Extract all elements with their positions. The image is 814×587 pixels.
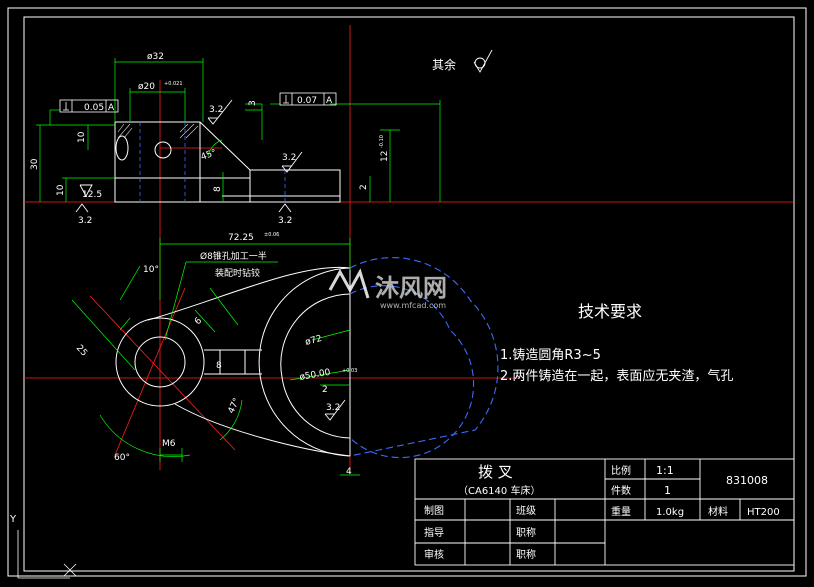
drawing-number: 831008: [726, 474, 768, 487]
dim-8-front: 8: [216, 361, 222, 371]
dim-12: 12: [380, 151, 390, 162]
watermark: 沐风网 www.mfcad.com: [328, 268, 447, 310]
ucs-y-label: Y: [9, 514, 17, 525]
dim-r6: 6: [193, 316, 204, 327]
tech-req-line-1: 1.铸造圆角R3~5: [500, 347, 601, 363]
dim-10deg: 10°: [143, 265, 159, 275]
dim-10-bottom: 10: [56, 184, 66, 196]
hole-note-1: Ø8锥孔加工一半: [200, 250, 267, 262]
ra-3-2-b: 3.2: [282, 153, 296, 163]
scale-value: 1:1: [656, 464, 674, 477]
front-view: [115, 257, 499, 459]
top-view-dimensions: [36, 58, 441, 202]
dim-45deg: 45°: [200, 148, 218, 163]
dim-2-front: 2: [322, 385, 328, 395]
dim-12-tol: -0.10: [379, 135, 385, 148]
dim-8: 8: [213, 186, 223, 192]
ucs-icon: [17, 530, 77, 579]
guide-label: 指导: [424, 526, 444, 539]
perp-tol-1-datum: A: [108, 103, 115, 113]
sheet-border: [7, 7, 807, 577]
dim-d32: ø32: [147, 52, 164, 62]
perp-tol-2-value: 0.07: [297, 96, 317, 106]
title-block: [414, 458, 795, 566]
ra-3-2-e: 3.2: [326, 403, 340, 413]
dim-3: 3: [248, 100, 258, 106]
dim-d20: ø20: [138, 82, 155, 92]
qty-label: 件数: [611, 484, 631, 497]
surface-finish-symbols: [75, 49, 493, 421]
top-view-outline: [114, 121, 341, 203]
ra-12-5: 12.5: [82, 190, 102, 200]
dim-10-top: 10: [77, 131, 87, 143]
dim-d50-tol: +0.03: [342, 368, 357, 374]
front-view-hidden-lines: [349, 257, 499, 459]
weight-value: 1.0kg: [656, 507, 684, 518]
dim-r25: 25: [74, 343, 89, 358]
front-view-dimensions: [71, 238, 360, 476]
watermark-logo-icon: [328, 268, 370, 299]
dim-d50: ø50.00: [299, 368, 332, 383]
top-view-hatch: [117, 123, 199, 139]
review-label: 审核: [424, 548, 444, 561]
perp-tol-2-datum: A: [326, 96, 333, 106]
geo-tolerance-frames: [59, 92, 337, 113]
dim-d20-tol: +0.021: [164, 81, 183, 87]
hole-note-2: 装配时钻铰: [215, 267, 260, 279]
weight-label: 重量: [611, 505, 631, 518]
top-view-hidden-lines: [139, 122, 286, 202]
dim-m6: M6: [162, 439, 176, 449]
dim-47deg: 47°: [227, 397, 243, 416]
title-label-2: 职称: [516, 548, 536, 561]
class-label: 班级: [516, 505, 536, 517]
watermark-text: 沐风网: [375, 274, 447, 302]
title-label-1: 职称: [516, 526, 536, 539]
dim-d72: ø72: [304, 334, 323, 348]
ra-3-2-d: 3.2: [278, 216, 292, 226]
material-label: 材料: [708, 505, 728, 518]
tech-req-title: 技术要求: [578, 302, 642, 321]
front-view-outline: [115, 266, 351, 457]
watermark-url: www.mfcad.com: [380, 301, 446, 310]
tech-req-line-2: 2.两件铸造在一起，表面应无夹渣，气孔: [500, 368, 733, 384]
surface-note-other: 其余: [432, 57, 456, 72]
scale-label: 比例: [611, 464, 631, 477]
dim-72-25: 72.25: [228, 233, 254, 243]
dim-60deg: 60°: [114, 453, 130, 463]
part-name: 拨 叉: [478, 463, 513, 481]
dim-72-25-tol: ±0.06: [264, 232, 279, 238]
dim-4-front: 4: [346, 467, 352, 477]
ra-3-2-c: 3.2: [78, 216, 92, 226]
material-value: HT200: [747, 507, 780, 518]
machine-name: （CA6140 车床）: [458, 484, 540, 497]
perp-tol-1-value: 0.05: [84, 103, 104, 113]
drawn-label: 制图: [424, 504, 444, 517]
ra-3-2-a: 3.2: [209, 105, 223, 115]
dim-2: 2: [359, 184, 369, 190]
dim-30: 30: [30, 158, 40, 170]
qty-value: 1: [664, 484, 671, 497]
top-view: [114, 121, 341, 203]
